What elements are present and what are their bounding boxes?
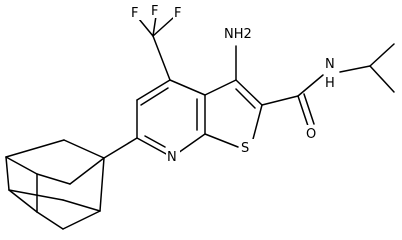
pyridine-bond-c4-c5 xyxy=(136,79,171,101)
adamantane-bond-8 xyxy=(69,157,105,185)
thiophene-double-bond-c3-c2 xyxy=(235,88,256,109)
chemical-structure-diagram: F F F NH2 N H N S O xyxy=(5,2,395,230)
atom-labels: F F F NH2 N H N S O xyxy=(130,2,338,165)
pyridine-nitrogen-label: N xyxy=(167,150,177,165)
thiophene-bond-s-c7a xyxy=(204,133,239,148)
adamantane-bond-2 xyxy=(5,139,65,158)
thiophene-bond-c3-c2 xyxy=(235,79,263,106)
cf3-carbon-to-f-right-bond xyxy=(152,17,174,37)
adamantane-bond-13 xyxy=(62,199,101,212)
adamantane-bond-1 xyxy=(63,139,105,159)
adamantane-bond-4 xyxy=(99,157,105,212)
cf3-to-ring-bond xyxy=(152,35,171,81)
carbonyl-to-nitrogen-bond xyxy=(297,74,324,97)
fluorine-atom-label: F xyxy=(151,4,158,19)
bond-lines xyxy=(5,15,395,230)
pyridine-bond-c6-n xyxy=(136,137,169,156)
thiophene-sulfur-label: S xyxy=(241,141,249,156)
nitrogen-to-isopropyl-bond xyxy=(339,65,371,73)
amide-c2-carbonyl-bond xyxy=(261,95,299,106)
adamantane-bond-3 xyxy=(5,156,38,175)
pyridine-bond-c4-c4a xyxy=(169,79,206,96)
cf3-carbon-to-f-mid-bond xyxy=(152,15,157,37)
amide-nitrogen-label: N xyxy=(325,57,335,72)
fluorine-atom-label: F xyxy=(131,6,138,21)
fluorine-atom-label: F xyxy=(174,6,181,21)
thiophene-bond-c2-s xyxy=(251,104,263,144)
adamantane-bond-11 xyxy=(8,189,38,213)
adamantane-bond-9 xyxy=(36,173,71,185)
isopropyl-methyl-down-bond xyxy=(369,65,395,93)
pyridine-bond-n-c7a xyxy=(177,133,206,154)
carbonyl-double-bond xyxy=(303,93,315,125)
thiophene-bond-c4a-c3 xyxy=(204,79,237,96)
amide-hydrogen-label: H xyxy=(325,76,335,91)
carbonyl-to-oxygen-bond xyxy=(297,95,309,127)
pyridine-double-bond-c4-c5 xyxy=(140,87,169,106)
amine-group-label: NH2 xyxy=(224,27,252,42)
carbonyl-oxygen-label: O xyxy=(306,127,316,142)
adamantane-bond-6 xyxy=(36,211,64,230)
pyridine-double-bond-c6-n xyxy=(144,135,166,148)
adamantane-bond-12 xyxy=(8,189,64,201)
isopropyl-methyl-up-bond xyxy=(369,43,395,67)
adamantane-bond-5 xyxy=(62,210,101,230)
adamantane-bond-10 xyxy=(5,156,10,191)
cf3-carbon-to-f-left-bond xyxy=(138,18,154,37)
pyridine-to-adamantyl-bond xyxy=(103,137,138,159)
